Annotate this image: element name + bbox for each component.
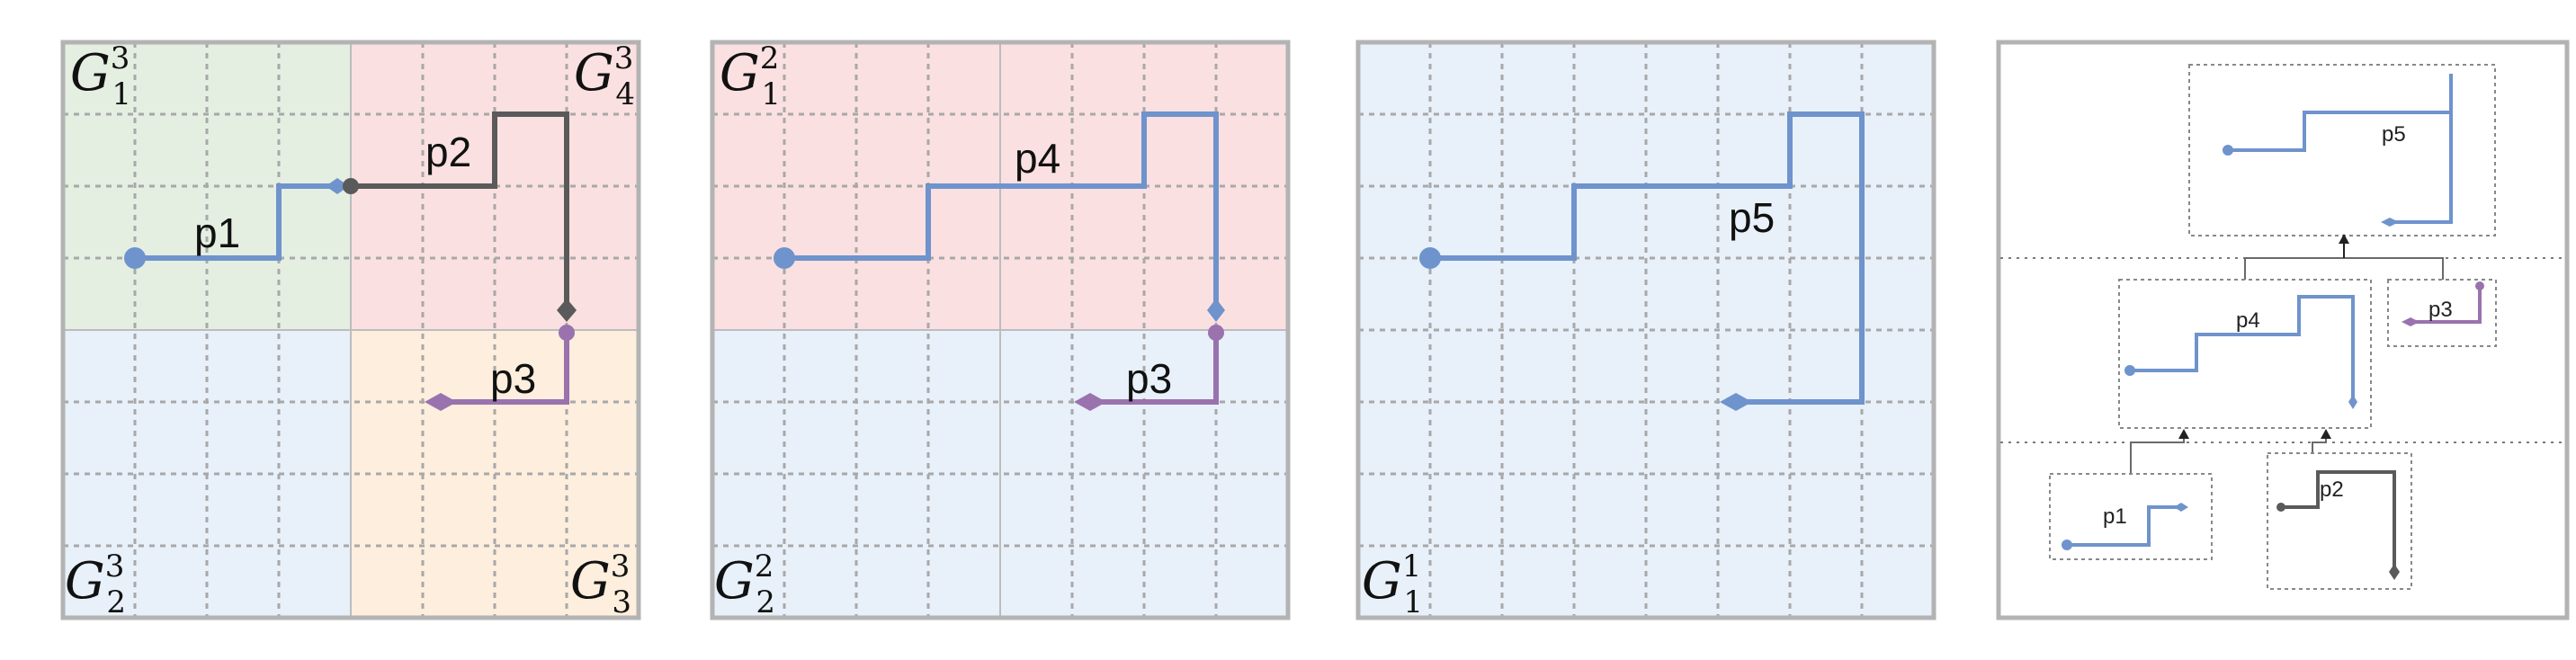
tree-node-p1 [2049,473,2213,560]
panel-4: p5 p4 p3 p1 p2 [1996,40,2570,620]
tree-label-p3: p3 [2428,298,2453,322]
path-label-p2: p2 [425,129,471,175]
tree-path-p1 [2067,505,2179,547]
region-dividers [712,42,1288,618]
path-p3 [1090,333,1219,405]
tree-label-p2: p2 [2320,477,2344,502]
tree-path-p2-end-diamond [2389,564,2400,580]
path-p2 [351,111,569,310]
tree-arrow-p1-head [2178,429,2189,439]
panel-4-frame [1996,40,2570,620]
tree-path-p1-start-dot [2062,540,2072,550]
tree-path-p4-start-dot [2124,365,2135,376]
tree-label-p5: p5 [2382,122,2406,147]
path-p1-end-diamond [326,178,349,194]
tree-path-p3 [2411,286,2482,324]
tree-path-p5 [2228,74,2453,224]
path-p3-start-dot [559,325,575,341]
path-label-p1: p1 [194,210,240,256]
path-p1 [135,183,337,261]
tree-path-p3-end-diamond [2402,317,2419,326]
path-p2-end-diamond [557,299,577,322]
path-label-p4: p4 [1015,135,1060,182]
path-label-p3: p3 [1126,355,1172,402]
path-p4-start-dot [774,247,795,269]
region-dividers [63,42,639,618]
tree-path-p1-end-diamond [2174,503,2188,512]
path-label-p3: p3 [490,355,536,402]
tree-path-p3-start-dot [2475,281,2484,290]
tree-node-p4 [2118,279,2372,429]
grid-lines [63,42,639,618]
path-label-p5: p5 [1729,194,1775,241]
path-p3 [441,333,569,405]
tree-arrow-to-p5-head [2339,234,2349,244]
path-p3-end-diamond [425,393,457,411]
tree-path-p4-end-diamond [2348,395,2357,409]
panel-3-frame [1355,40,1936,620]
tree-path-p5-end-diamond [2381,218,2399,227]
tree-path-p2-start-dot [2276,503,2285,512]
path-p4-end-diamond [1207,299,1225,322]
tree-path-p5-start-dot [2223,145,2233,156]
path-p3-start-dot [1208,325,1224,341]
panel-1-frame [60,40,641,620]
path-p1-start-dot [124,247,146,269]
path-p5 [1430,111,1865,405]
path-p2-start-dot [343,178,359,194]
tree-label-p4: p4 [2236,308,2260,333]
tree-path-p2 [2281,470,2396,572]
tree-node-p2 [2267,452,2412,590]
panel-2-frame [710,40,1291,620]
path-p5-start-dot [1419,247,1441,269]
tree-node-p5 [2188,64,2496,236]
path-p4 [784,111,1219,310]
path-p5-end-diamond [1720,393,1752,411]
tree-node-p3 [2387,279,2497,347]
tree-label-p1: p1 [2103,504,2127,529]
tree-path-p4 [2130,295,2355,402]
path-p3-end-diamond [1074,393,1106,411]
tree-arrow-p2-head [2321,429,2331,439]
